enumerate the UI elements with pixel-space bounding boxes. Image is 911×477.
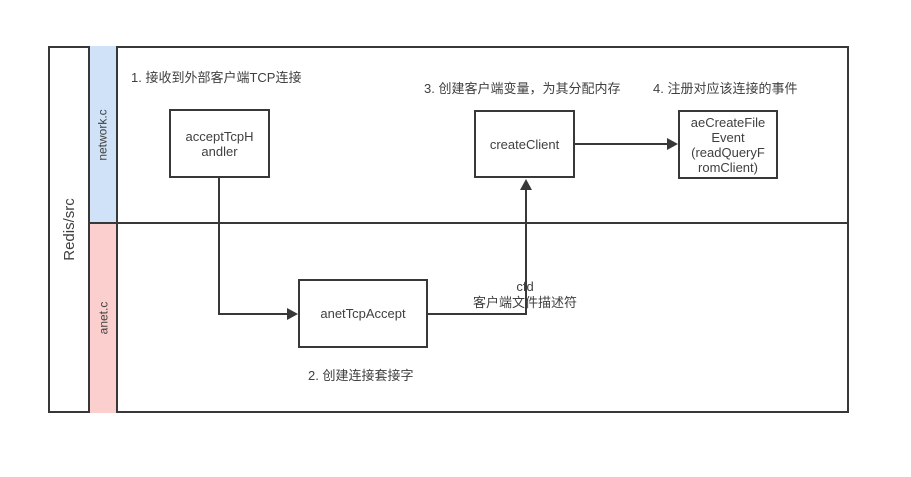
annotation-step2: 2. 创建连接套接字 xyxy=(308,368,414,383)
arrowhead-up-icon xyxy=(520,179,532,190)
annotation-cfd: cfd 客户端文件描述符 xyxy=(472,279,577,310)
node-create-client: createClient xyxy=(474,110,575,178)
container-label: Redis/src xyxy=(60,198,78,261)
annotation-step1: 1. 接收到外部客户端TCP连接 xyxy=(131,70,302,85)
swimlane-frame xyxy=(48,46,849,413)
lane-label-network: network.c xyxy=(96,108,111,161)
connector-accept-to-anet-horizontal xyxy=(218,313,288,315)
lane-cell-network: network.c xyxy=(90,46,116,223)
node-create-client-label: createClient xyxy=(489,136,560,152)
annotation-step3: 3. 创建客户端变量，为其分配内存 xyxy=(424,81,621,96)
node-accept-tcp-handler: acceptTcpH andler xyxy=(169,109,270,178)
container-label-cell: Redis/src xyxy=(50,48,88,411)
arrowhead-right-icon xyxy=(287,308,298,320)
arrowhead-right-icon xyxy=(667,138,678,150)
lane-label-column: network.c anet.c xyxy=(88,46,118,413)
node-ae-create-file-event-label: aeCreateFile Event (readQueryF romClient… xyxy=(690,114,766,175)
node-anet-tcp-accept-label: anetTcpAccept xyxy=(320,306,406,321)
connector-create-to-ae-horizontal xyxy=(575,143,667,145)
lane-label-anet: anet.c xyxy=(96,301,111,335)
node-accept-tcp-handler-label: acceptTcpH andler xyxy=(185,128,254,159)
node-anet-tcp-accept: anetTcpAccept xyxy=(298,279,428,348)
annotation-step4: 4. 注册对应该连接的事件 xyxy=(653,81,798,96)
node-ae-create-file-event: aeCreateFile Event (readQueryF romClient… xyxy=(678,110,778,179)
connector-anet-to-create-horizontal xyxy=(428,313,527,315)
connector-anet-to-create-vertical xyxy=(525,189,527,315)
connector-accept-to-anet-vertical xyxy=(218,178,220,315)
lane-divider-line xyxy=(88,222,847,224)
lane-cell-anet: anet.c xyxy=(90,223,116,413)
